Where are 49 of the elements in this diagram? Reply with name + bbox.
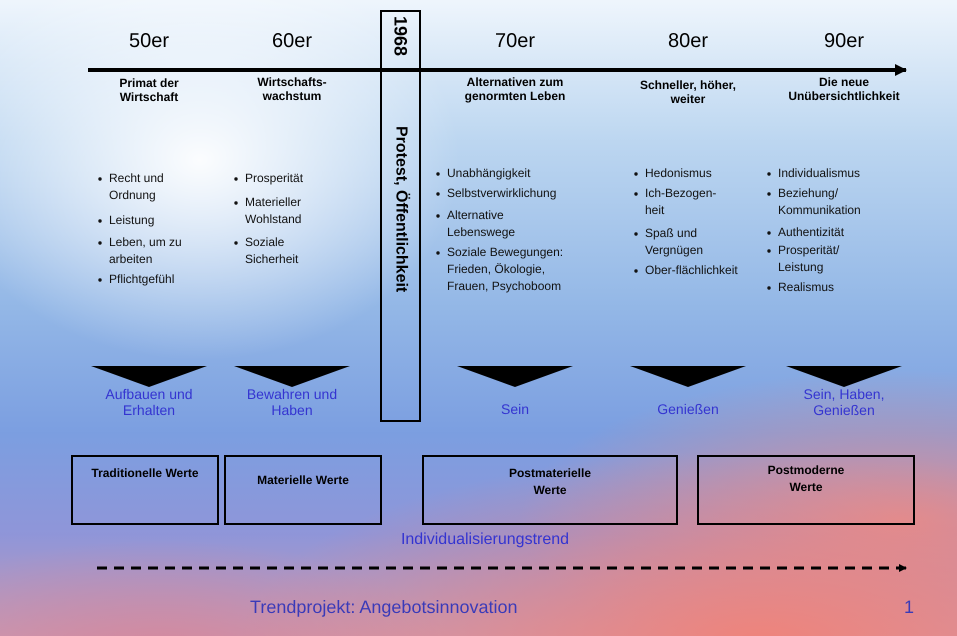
value-label: Bewahren und Haben xyxy=(246,386,338,418)
decade-label: 70er xyxy=(494,30,536,53)
footer-text: 1 xyxy=(904,597,916,618)
bullet-item: Prosperität xyxy=(245,170,304,187)
decade-label: 50er xyxy=(128,30,170,53)
value-box xyxy=(224,455,382,525)
trend-label: Individualisierungstrend xyxy=(400,531,570,550)
value-box xyxy=(71,455,219,525)
value-label: Aufbauen und Erhalten xyxy=(104,386,194,418)
bullet-item: Ober-flächlichkeit xyxy=(645,262,739,279)
era-caption: Protest, Öffentlichkeit xyxy=(392,126,408,292)
bullet-item: Ich-Bezogen- heit xyxy=(645,185,718,219)
era-heading: Wirtschafts- wachstum xyxy=(256,76,328,104)
year-label: 1968 xyxy=(392,16,410,56)
bullet-item: Authentizität xyxy=(778,224,846,241)
decade-label: 80er xyxy=(666,30,710,53)
decade-label: 60er xyxy=(270,30,314,53)
era-heading: Alternativen zum genormten Leben xyxy=(464,76,566,104)
footer-text: Trendprojekt: Angebotsinnovation xyxy=(250,597,519,618)
bullet-item: Selbstverwirklichung xyxy=(447,185,558,202)
value-label: Sein, Haben, Genießen xyxy=(802,386,886,418)
value-box-title: Postmoderne Werte xyxy=(766,462,846,496)
value-label: Genießen xyxy=(656,401,720,418)
bullet-item: Beziehung/ Kommunikation xyxy=(778,185,862,219)
bullet-item: Hedonismus xyxy=(645,165,713,182)
era-heading: Die neue Unübersichtlichkeit xyxy=(787,76,901,104)
value-box-title: Postmaterielle Werte xyxy=(508,465,592,500)
era-heading: Schneller, höher, weiter xyxy=(638,79,738,107)
bullet-item: Soziale Sicherheit xyxy=(245,234,300,268)
era-heading: Primat der Wirtschaft xyxy=(118,77,180,105)
bullet-item: Realismus xyxy=(778,279,836,296)
value-box xyxy=(422,455,678,525)
value-box xyxy=(697,455,915,525)
value-box-title: Traditionelle Werte xyxy=(90,465,200,482)
era-column-box xyxy=(380,10,421,422)
bullet-item: Materieller Wohlstand xyxy=(245,194,302,228)
bullet-item: Recht und Ordnung xyxy=(109,170,165,204)
bullet-item: Alternative Lebenswege xyxy=(447,207,516,241)
bullet-item: Pflichtgefühl xyxy=(109,271,176,288)
bullet-item: Prosperität/ Leistung xyxy=(778,242,840,276)
value-box-title: Materielle Werte xyxy=(256,472,350,489)
bullet-item: Leistung xyxy=(109,212,156,229)
bullet-item: Individualismus xyxy=(778,165,862,182)
bullet-item: Soziale Bewegungen: Frieden, Ökologie, Frauen, Psychoboom xyxy=(447,244,564,295)
value-label: Sein xyxy=(500,401,530,418)
bullet-item: Leben, um zu arbeiten xyxy=(109,234,183,268)
bullet-item: Unabhängigkeit xyxy=(447,165,532,182)
decade-label: 90er xyxy=(822,30,866,53)
bullet-item: Spaß und Vergnügen xyxy=(645,225,704,259)
